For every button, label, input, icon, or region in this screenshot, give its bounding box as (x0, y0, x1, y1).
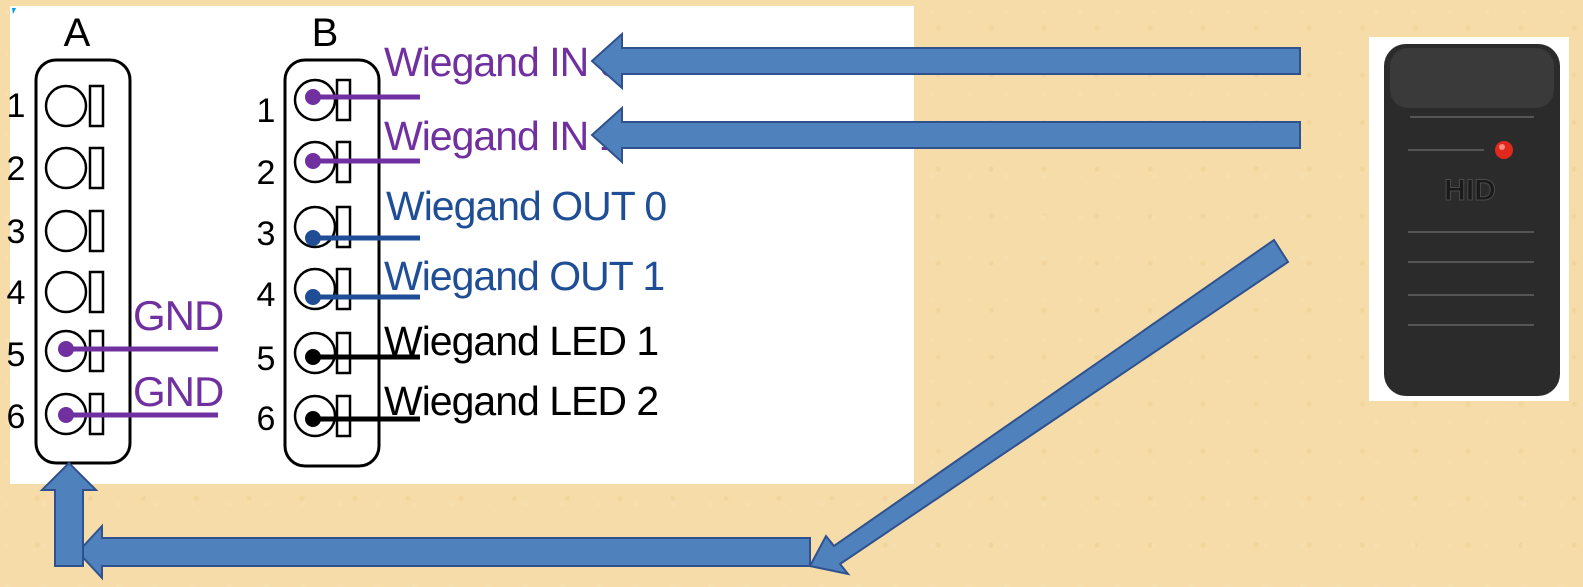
wire-dot (58, 407, 74, 423)
connector-a-pin-number: 4 (7, 274, 26, 312)
arrow-icon (590, 31, 1301, 91)
arrow-icon (590, 105, 1301, 165)
reader-brand: HID (1444, 174, 1496, 207)
terminal-screw (335, 205, 352, 249)
connector-b-housing (283, 58, 381, 468)
connector-b-pin-number: 4 (257, 276, 276, 314)
terminal-hole (293, 205, 337, 249)
terminal-screw (88, 84, 105, 128)
arrow-icon (76, 523, 811, 581)
connector-a-pin-number: 1 (7, 87, 26, 125)
connector-a-pin-number: 5 (7, 336, 26, 374)
diagram-panel (10, 6, 914, 484)
connector-b-wires (305, 89, 420, 427)
corner-mark (12, 8, 16, 14)
terminal-screw (88, 270, 105, 314)
wire-dot (305, 411, 321, 427)
terminal-hole (293, 78, 337, 122)
connector-b-pin-number: 5 (257, 340, 276, 378)
connector-a-pin-number: 6 (7, 398, 26, 436)
gnd-label: GND (133, 368, 223, 415)
connector-a-housing (34, 58, 132, 465)
terminal-hole (44, 270, 88, 314)
wire-dot (58, 341, 74, 357)
terminal-screw (335, 394, 352, 438)
label-wiegand-in-0: Wiegand IN 0 (384, 39, 621, 85)
terminal-screw (335, 331, 352, 375)
terminal-hole (44, 84, 88, 128)
arrows (39, 31, 1301, 581)
connector-a-pin-number: 2 (7, 150, 26, 188)
terminal-hole (44, 209, 88, 253)
terminal-screw (88, 146, 105, 190)
wire-dot (305, 89, 321, 105)
terminal-hole (44, 146, 88, 190)
reader-led-glow (1499, 144, 1505, 150)
wire-dot (305, 153, 321, 169)
arrow-icon (39, 461, 99, 567)
terminal-screw (88, 209, 105, 253)
reader-led (1495, 141, 1513, 159)
connector-b-pin-number: 2 (257, 154, 276, 192)
terminal-screw (335, 267, 352, 311)
connector-a-title: A (64, 11, 91, 55)
label-wiegand-out-1: Wiegand OUT 1 (384, 253, 664, 299)
connector-b-pin-number: 3 (257, 215, 276, 253)
terminal-hole (293, 394, 337, 438)
connector-b-pin-number: 6 (257, 400, 276, 438)
wire-dot (305, 289, 321, 305)
gnd-label: GND (133, 292, 223, 339)
terminal-screw (335, 78, 352, 122)
card-reader-icon: HID (1369, 37, 1569, 401)
wire-dot (305, 230, 321, 246)
terminal-hole (293, 267, 337, 311)
connector-a-pin-number: 3 (7, 213, 26, 251)
wire-dot (305, 349, 321, 365)
label-wiegand-led-1: Wiegand LED 1 (384, 318, 658, 364)
label-wiegand-in-1: Wiegand IN 1 (384, 113, 620, 159)
connector-b-title: B (312, 11, 339, 55)
connector-b-pin-number: 1 (257, 92, 276, 130)
arrow-icon (808, 238, 1290, 576)
connector-a-pins (44, 84, 105, 436)
label-wiegand-out-0: Wiegand OUT 0 (386, 183, 666, 229)
connector-a-wires (58, 341, 218, 423)
terminal-hole (293, 331, 337, 375)
reader-top-face (1390, 48, 1554, 108)
label-wiegand-led-2: Wiegand LED 2 (384, 378, 658, 424)
reader-body (1384, 44, 1560, 396)
